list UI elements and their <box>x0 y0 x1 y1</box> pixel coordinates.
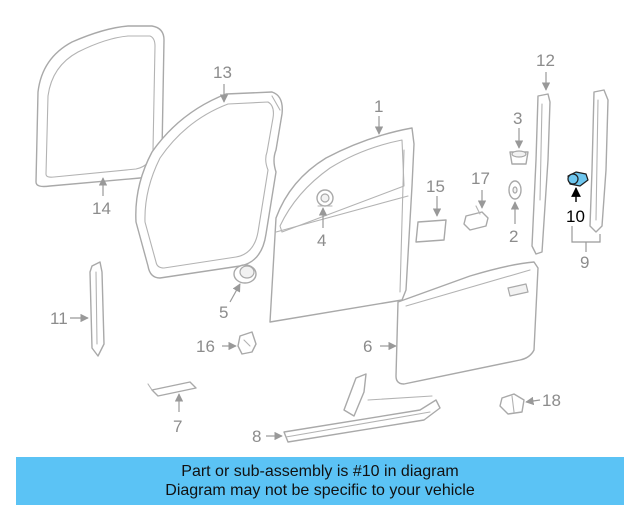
callout-labels: 1 2 3 4 5 6 7 8 9 10 11 12 13 14 15 16 1… <box>50 51 589 446</box>
part-2-washer <box>508 180 522 200</box>
part-11-pillar-trim <box>89 261 105 357</box>
info-banner: Part or sub-assembly is #10 in diagram D… <box>16 457 624 505</box>
banner-line-disclaimer: Diagram may not be specific to your vehi… <box>165 482 475 499</box>
part-17-clip <box>463 205 489 231</box>
part-10-bolt <box>567 171 589 187</box>
leader-18 <box>525 396 541 406</box>
callout-18: 18 <box>542 391 561 410</box>
part-16-clip <box>237 331 257 355</box>
part-18-clip <box>499 393 525 415</box>
part-12-vertical-moulding <box>531 93 551 255</box>
callout-10: 10 <box>566 207 585 226</box>
callout-12: 12 <box>536 51 555 70</box>
part-5-plug <box>233 264 257 284</box>
callout-1: 1 <box>374 97 383 116</box>
part-8-rocker-moulding <box>283 373 441 443</box>
part-9-trim-assembly <box>589 89 609 233</box>
callout-14: 14 <box>92 199 111 218</box>
callout-11: 11 <box>50 309 68 328</box>
callout-16: 16 <box>196 337 215 356</box>
part-15-label <box>415 219 447 243</box>
callout-17: 17 <box>471 169 490 188</box>
callout-5: 5 <box>219 303 228 322</box>
part-1-door-shell <box>269 127 415 323</box>
callout-9: 9 <box>580 253 589 272</box>
callout-7: 7 <box>173 417 182 436</box>
part-3-bumper <box>509 150 529 165</box>
callout-6: 6 <box>363 337 372 356</box>
callout-3: 3 <box>513 109 522 128</box>
part-4-grommet <box>316 189 334 207</box>
callout-8: 8 <box>252 427 261 446</box>
leader-lines <box>70 72 601 441</box>
callout-15: 15 <box>426 177 445 196</box>
banner-line-part: Part or sub-assembly is #10 in diagram <box>181 463 459 480</box>
parts-diagram: 1 2 3 4 5 6 7 8 9 10 11 12 13 14 15 16 1… <box>35 25 609 446</box>
part-14-door-opening-weatherstrip <box>35 25 165 188</box>
callout-2: 2 <box>509 227 518 246</box>
part-6-outer-panel <box>395 261 539 385</box>
part-7-bracket <box>147 381 197 397</box>
callout-4: 4 <box>317 231 326 250</box>
callout-13: 13 <box>213 63 232 82</box>
leader-5 <box>229 283 241 303</box>
